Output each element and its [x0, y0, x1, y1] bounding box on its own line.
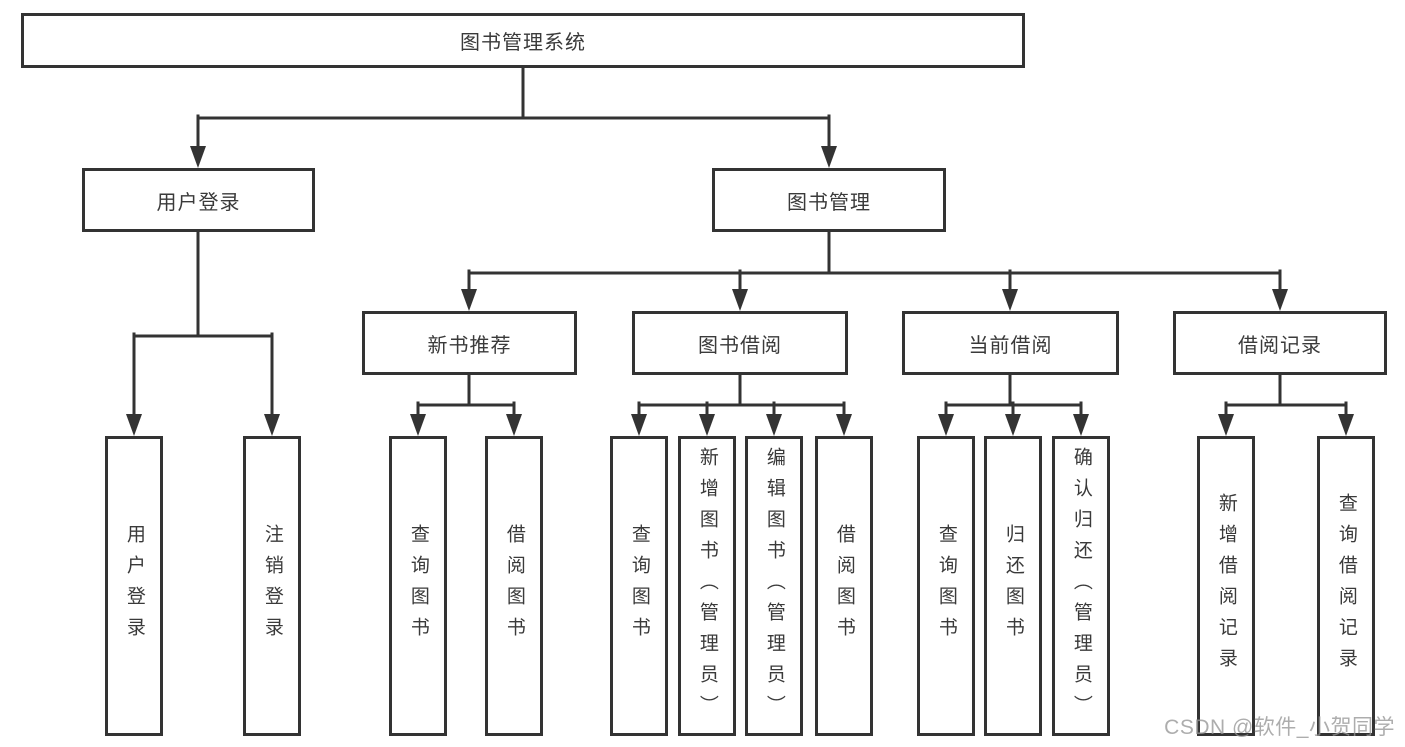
leaf-borrow-edit-books-admin: 编辑图书（管理员）: [745, 436, 803, 736]
node-current-borrowing: 当前借阅: [902, 311, 1119, 375]
connector-root-to-level2: [190, 66, 837, 168]
leaf-borrow-borrow-books-label: 借阅图书: [833, 524, 855, 648]
node-root: 图书管理系统: [21, 13, 1025, 68]
leaf-borrow-add-books-admin-label: 新增图书（管理员）: [696, 446, 718, 726]
leaf-recommend-borrow-books-label: 借阅图书: [503, 524, 525, 648]
leaf-borrow-add-books-admin: 新增图书（管理员）: [678, 436, 736, 736]
leaf-borrow-query-books: 查询图书: [610, 436, 668, 736]
connector-current-borrowing-to-leaves: [938, 373, 1089, 436]
connector-recommendation-to-leaves: [410, 373, 522, 436]
leaf-records-add-record: 新增借阅记录: [1197, 436, 1255, 736]
node-book-management-label: 图书管理: [787, 191, 871, 214]
leaf-current-return-books: 归还图书: [984, 436, 1042, 736]
node-borrow-records-label: 借阅记录: [1238, 334, 1322, 357]
connector-user-login-to-leaves: [126, 230, 280, 436]
connector-borrow-records-to-leaves: [1218, 373, 1354, 436]
leaf-logout: 注销登录: [243, 436, 301, 736]
leaf-borrow-borrow-books: 借阅图书: [815, 436, 873, 736]
leaf-current-confirm-return-admin-label: 确认归还（管理员）: [1070, 446, 1092, 726]
leaf-records-query-record: 查询借阅记录: [1317, 436, 1375, 736]
leaf-user-login: 用户登录: [105, 436, 163, 736]
node-new-book-recommendation: 新书推荐: [362, 311, 577, 375]
leaf-recommend-borrow-books: 借阅图书: [485, 436, 543, 736]
leaf-records-add-record-label: 新增借阅记录: [1215, 493, 1237, 679]
leaf-records-query-record-label: 查询借阅记录: [1335, 493, 1357, 679]
node-book-borrowing-label: 图书借阅: [698, 334, 782, 357]
node-new-book-recommendation-label: 新书推荐: [427, 334, 512, 357]
connector-book-borrowing-to-leaves: [631, 373, 852, 436]
leaf-recommend-query-books-label: 查询图书: [407, 524, 429, 648]
connector-book-management-to-level3: [461, 230, 1288, 311]
node-book-borrowing: 图书借阅: [632, 311, 848, 375]
leaf-current-query-books: 查询图书: [917, 436, 975, 736]
leaf-logout-label: 注销登录: [261, 524, 283, 648]
node-root-label: 图书管理系统: [460, 32, 586, 54]
leaf-borrow-query-books-label: 查询图书: [628, 524, 650, 648]
leaf-recommend-query-books: 查询图书: [389, 436, 447, 736]
node-user-login: 用户登录: [82, 168, 315, 232]
leaf-current-confirm-return-admin: 确认归还（管理员）: [1052, 436, 1110, 736]
leaf-current-query-books-label: 查询图书: [935, 524, 957, 648]
leaf-borrow-edit-books-admin-label: 编辑图书（管理员）: [763, 446, 785, 726]
leaf-user-login-label: 用户登录: [123, 524, 145, 648]
node-current-borrowing-label: 当前借阅: [968, 334, 1053, 357]
leaf-current-return-books-label: 归还图书: [1002, 524, 1024, 648]
node-book-management: 图书管理: [712, 168, 946, 232]
node-borrow-records: 借阅记录: [1173, 311, 1387, 375]
node-user-login-label: 用户登录: [156, 191, 241, 214]
